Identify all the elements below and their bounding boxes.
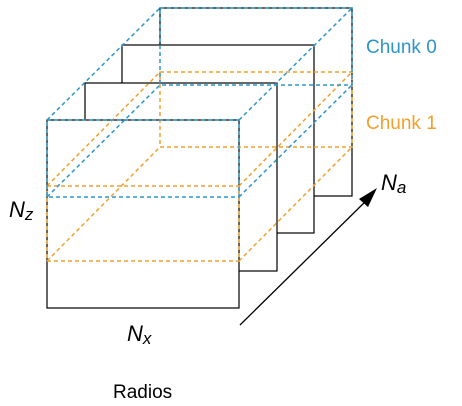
chunk0-label: Chunk 0: [366, 37, 437, 58]
radios-caption: Radios: [113, 382, 172, 403]
slab-front: [46, 119, 240, 309]
chunk1-label: Chunk 1: [366, 113, 437, 134]
chunk1-edge-br: [238, 146, 353, 262]
chunk0-front-face: [46, 119, 240, 198]
na-axis-arrow: [239, 188, 377, 326]
chunk0-edge-br: [238, 84, 353, 198]
chunk1-edge-bl: [46, 146, 161, 262]
arrowhead-icon: [359, 188, 377, 207]
chunk0-back-face: [159, 7, 353, 86]
chunk1-box: [46, 71, 353, 262]
na-label: Na: [381, 170, 406, 197]
chunk1-edge-tr: [238, 71, 353, 187]
nx-label: Nx: [127, 321, 152, 348]
chunk0-edge-tl: [46, 7, 161, 121]
chunk0-edge-bl: [46, 84, 161, 198]
chunk1-edge-tl: [46, 71, 161, 187]
nz-label: Nz: [9, 197, 34, 224]
chunk0-box: [46, 7, 353, 198]
chunk0-edge-tr: [238, 7, 353, 121]
